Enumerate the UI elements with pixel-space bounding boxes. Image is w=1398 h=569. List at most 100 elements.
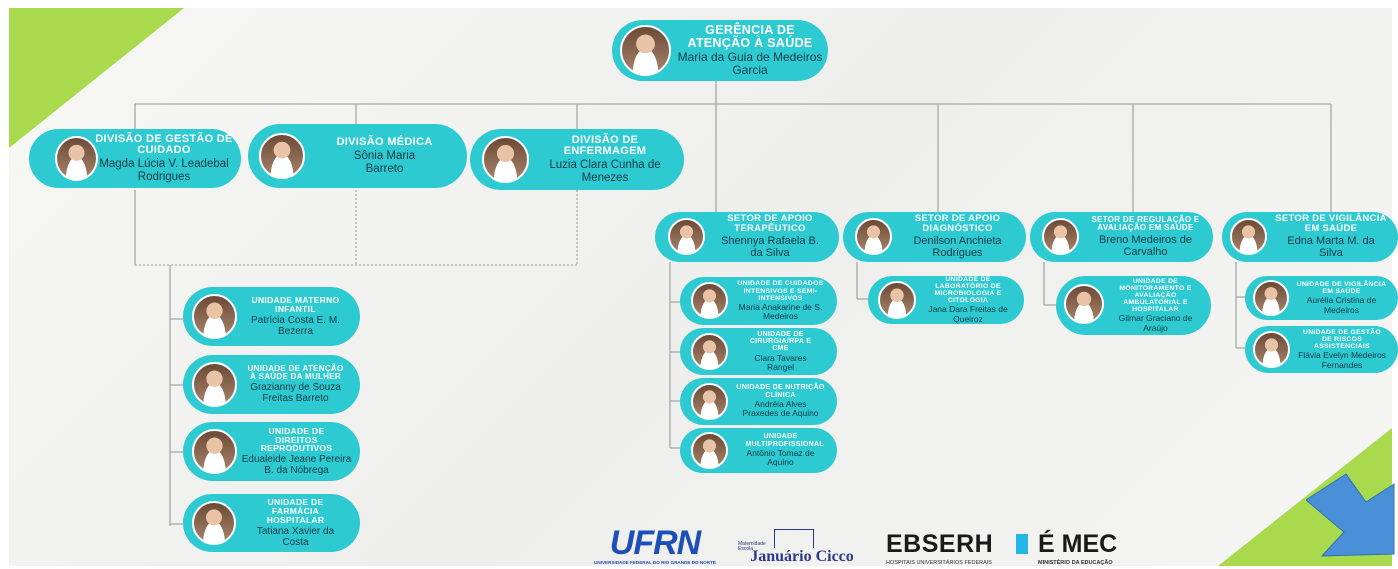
node-title: SETOR DE REGULAÇÃO E AVALIAÇÃO EM SAÚDE xyxy=(1091,215,1200,233)
node-text: SETOR DE APOIO TERAPÊUTICO Shennya Rafae… xyxy=(707,212,833,262)
person-photo-icon xyxy=(1064,284,1104,324)
node-name: Grazianny de Souza Freitas Barreto xyxy=(250,382,341,405)
node-name: Edualeide Jeane Pereira B. da Nóbrega xyxy=(241,454,352,477)
node-title: SETOR DE APOIO DIAGNÓSTICO xyxy=(914,213,1001,235)
person-photo-icon xyxy=(482,136,529,183)
node-name: Gilmar Graciano de Araújo xyxy=(1118,313,1193,333)
node-text: UNIDADE MATERNO INFANTIL Patrícia Costa … xyxy=(237,287,354,346)
person-photo-icon xyxy=(192,294,237,339)
node-name: Clara Tavares Rangel xyxy=(754,352,807,373)
org-node-unit: UNIDADE DE NUTRIÇÃO CLÍNICA Andréia Alve… xyxy=(680,378,837,425)
node-name: Andréia Alves Praxedes de Aquino xyxy=(742,399,819,419)
person-photo-icon xyxy=(192,362,237,407)
ebserh-accent-bar xyxy=(1016,534,1028,554)
ebserh-logo-text: EBSERH xyxy=(886,530,994,558)
person-photo-icon xyxy=(878,281,916,319)
node-name: Maria da Guia de Medeiros Garcia xyxy=(677,49,823,78)
person-photo-icon xyxy=(691,432,728,469)
node-title: UNIDADE DE VIGILÂNCIA EM SAÚDE xyxy=(1296,281,1387,296)
person-photo-icon xyxy=(259,133,305,179)
node-name: Jana Dara Freitas de Queiroz xyxy=(928,304,1008,324)
person-photo-icon xyxy=(1253,280,1289,316)
arrow-icon xyxy=(1306,473,1395,557)
node-title: DIVISÃO DE ENFERMAGEM xyxy=(563,133,647,158)
node-text: DIVISÃO DE GESTÃO DE CUIDADO Magda Lúcia… xyxy=(93,129,235,188)
node-text: DIVISÃO MÉDICA Sônia Maria Barreto xyxy=(308,124,461,188)
node-title: UNIDADE DE NUTRIÇÃO CLÍNICA xyxy=(736,384,825,399)
maternity-logo-top: Maternidade Escola xyxy=(738,541,766,552)
node-title: UNIDADE DE LABORATÓRIO DE MICROBIOLOGIA … xyxy=(934,275,1002,305)
person-photo-icon xyxy=(668,218,705,255)
org-node-unit: UNIDADE MATERNO INFANTIL Patrícia Costa … xyxy=(183,287,360,346)
person-photo-icon xyxy=(691,383,728,420)
node-text: UNIDADE DE CIRURGIA/RPA E CME Clara Tava… xyxy=(728,328,833,375)
node-text: UNIDADE DE GESTÃO DE RISCOS ASSISTENCIAI… xyxy=(1290,326,1394,373)
node-text: UNIDADE DE NUTRIÇÃO CLÍNICA Andréia Alve… xyxy=(728,378,833,425)
node-title: SETOR DE APOIO TERAPÊUTICO xyxy=(727,213,813,235)
node-name: Magda Lúcia V. Leadebal Rodrigues xyxy=(99,157,229,183)
ufrn-logo-text: UFRN xyxy=(609,524,701,562)
org-node-unit: UNIDADE DE CIRURGIA/RPA E CME Clara Tava… xyxy=(680,328,837,375)
org-node-sector: SETOR DE VIGILÂNCIA EM SAÚDE Edna Marta … xyxy=(1222,212,1398,262)
org-node-unit: UNIDADE DE DIREITOS REPRODUTIVOS Edualei… xyxy=(183,422,360,481)
node-title: UNIDADE DE FARMÁCIA HOSPITALAR xyxy=(266,497,325,525)
node-name: Antônio Tomaz de Aquino xyxy=(746,448,815,468)
node-text: DIVISÃO DE ENFERMAGEM Luzia Clara Cunha … xyxy=(532,129,678,190)
node-text: SETOR DE REGULAÇÃO E AVALIAÇÃO EM SAÚDE … xyxy=(1082,212,1209,262)
org-node-unit: UNIDADE MULTIPROFISSIONAL Antônio Tomaz … xyxy=(680,428,837,473)
org-node-division: DIVISÃO DE ENFERMAGEM Luzia Clara Cunha … xyxy=(470,129,684,190)
mec-logo-caption: MINISTÉRIO DA EDUCAÇÃO xyxy=(1038,560,1113,566)
person-photo-icon xyxy=(1253,331,1290,368)
node-name: Luzia Clara Cunha de Menezes xyxy=(549,158,661,184)
person-photo-icon xyxy=(691,282,728,319)
node-title: UNIDADE DE CIRURGIA/RPA E CME xyxy=(749,330,812,353)
node-title: UNIDADE MATERNO INFANTIL xyxy=(251,295,340,314)
org-node-unit: UNIDADE DE LABORATÓRIO DE MICROBIOLOGIA … xyxy=(868,276,1024,324)
org-node-division: DIVISÃO DE GESTÃO DE CUIDADO Magda Lúcia… xyxy=(29,129,241,188)
node-title: UNIDADE DE GESTÃO DE RISCOS ASSISTENCIAI… xyxy=(1303,328,1381,351)
org-node-unit: UNIDADE DE GESTÃO DE RISCOS ASSISTENCIAI… xyxy=(1245,326,1398,373)
node-title: DIVISÃO MÉDICA xyxy=(336,135,433,148)
ufrn-logo-caption: UNIVERSIDADE FEDERAL DO RIO GRANDE DO NO… xyxy=(594,560,716,565)
corner-triangle-top-left xyxy=(9,8,184,148)
node-text: UNIDADE DE VIGILÂNCIA EM SAÚDE Aurélia C… xyxy=(1289,276,1394,320)
node-title: UNIDADE MULTIPROFISSIONAL xyxy=(745,433,824,448)
building-icon xyxy=(774,529,814,548)
person-photo-icon xyxy=(855,218,892,255)
node-text: GERÊNCIA DE ATENÇÃO À SAÚDE Maria da Gui… xyxy=(676,20,824,81)
node-title: UNIDADE DE ATENÇÃO À SAÚDE DA MULHER xyxy=(247,363,344,381)
node-name: Sônia Maria Barreto xyxy=(353,150,416,175)
node-name: Breno Medeiros de Carvalho xyxy=(1099,233,1192,258)
node-name: Patrícia Costa E. M. Bezerra xyxy=(251,314,340,337)
org-node-unit: UNIDADE DE ATENÇÃO À SAÚDE DA MULHER Gra… xyxy=(183,355,360,414)
mec-logo: É MEC MINISTÉRIO DA EDUCAÇÃO xyxy=(1030,530,1140,569)
node-text: SETOR DE APOIO DIAGNÓSTICO Denilson Anch… xyxy=(895,212,1020,262)
person-photo-icon xyxy=(1042,218,1079,255)
node-name: Flávia Evelyn Medeiros Fernandes xyxy=(1298,350,1386,370)
node-text: UNIDADE DE ATENÇÃO À SAÚDE DA MULHER Gra… xyxy=(237,355,354,414)
ebserh-logo: EBSERH HOSPITAIS UNIVERSITÁRIOS FEDERAIS xyxy=(882,530,1034,569)
mec-logo-text: É MEC xyxy=(1038,530,1118,558)
node-name: Shennya Rafaela B. da Silva xyxy=(721,235,819,260)
org-node-division: DIVISÃO MÉDICA Sônia Maria Barreto xyxy=(248,124,467,188)
person-photo-icon xyxy=(1230,218,1267,255)
node-name: Aurélia Cristina de Medeiros xyxy=(1306,295,1377,315)
node-title: SETOR DE VIGILÂNCIA EM SAÚDE xyxy=(1275,213,1387,235)
maternity-logo-name: Januário Cicco xyxy=(750,548,854,565)
org-node-unit: UNIDADE DE MONITORAMENTO E AVALIAÇÃO AMB… xyxy=(1056,276,1211,335)
node-title: UNIDADE DE DIREITOS REPRODUTIVOS xyxy=(260,425,333,454)
node-name: Denilson Anchieta Rodrigues xyxy=(913,235,1002,260)
ufrn-logo: UFRN UNIVERSIDADE FEDERAL DO RIO GRANDE … xyxy=(580,526,730,569)
org-node-sector: SETOR DE APOIO TERAPÊUTICO Shennya Rafae… xyxy=(655,212,839,262)
person-photo-icon xyxy=(691,333,728,370)
org-node-top: GERÊNCIA DE ATENÇÃO À SAÚDE Maria da Gui… xyxy=(612,20,828,81)
person-photo-icon xyxy=(55,136,98,181)
node-name: Maria Anakarine de S. Medeiros xyxy=(738,301,823,322)
node-text: UNIDADE DE LABORATÓRIO DE MICROBIOLOGIA … xyxy=(916,276,1020,324)
org-node-unit: UNIDADE DE VIGILÂNCIA EM SAÚDE Aurélia C… xyxy=(1245,276,1398,320)
node-text: SETOR DE VIGILÂNCIA EM SAÚDE Edna Marta … xyxy=(1268,212,1394,262)
node-text: UNIDADE DE MONITORAMENTO E AVALIAÇÃO AMB… xyxy=(1104,276,1207,335)
person-photo-icon xyxy=(620,25,671,76)
